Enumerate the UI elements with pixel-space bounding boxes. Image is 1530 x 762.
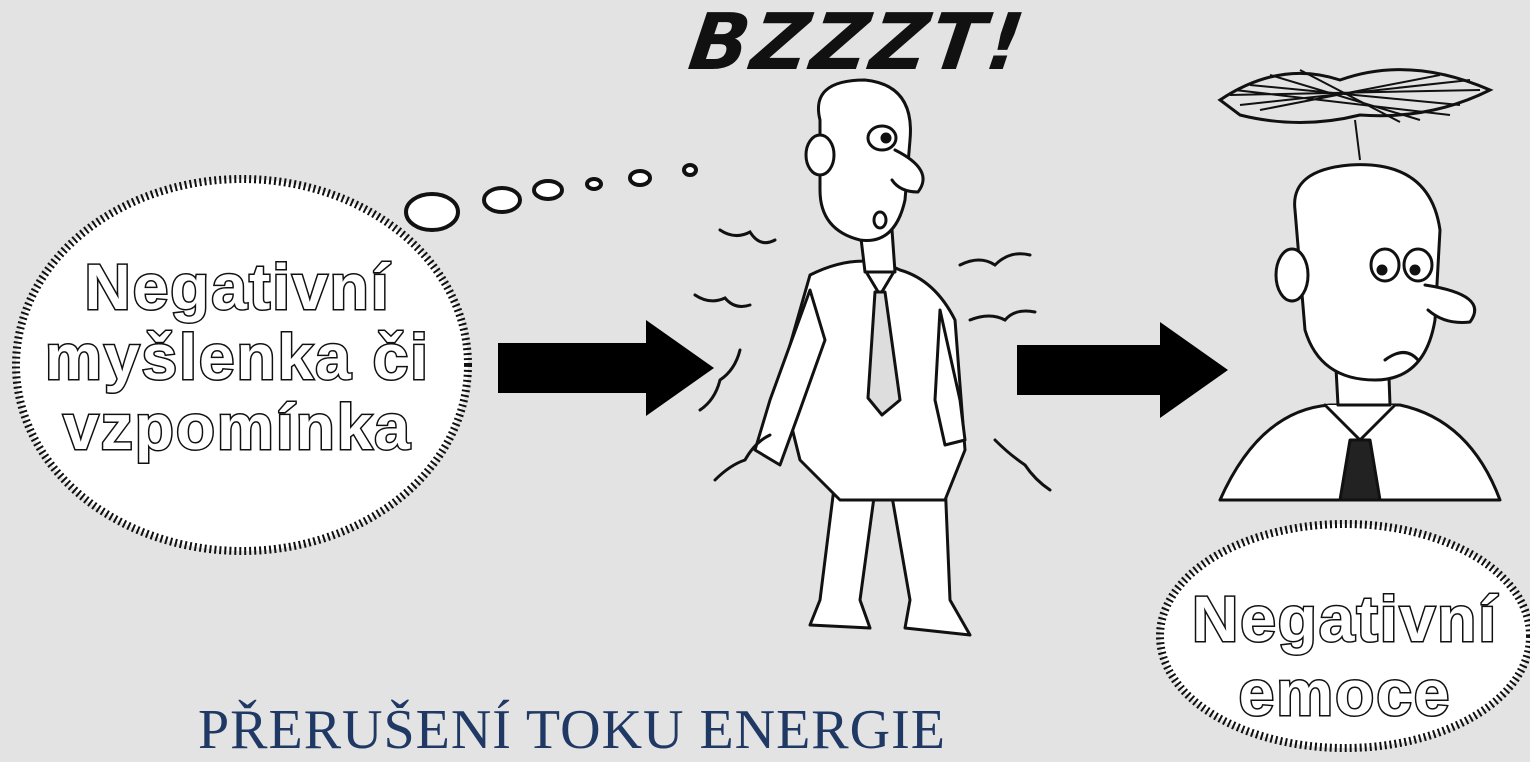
emotion-line-1: Negativní <box>1160 582 1530 656</box>
emotion-bubble-text: Negativní emoce <box>1160 582 1530 730</box>
caption-title: PŘERUŠENÍ TOKU ENERGIE <box>198 698 946 762</box>
emotion-line-2: emoce <box>1160 656 1530 730</box>
